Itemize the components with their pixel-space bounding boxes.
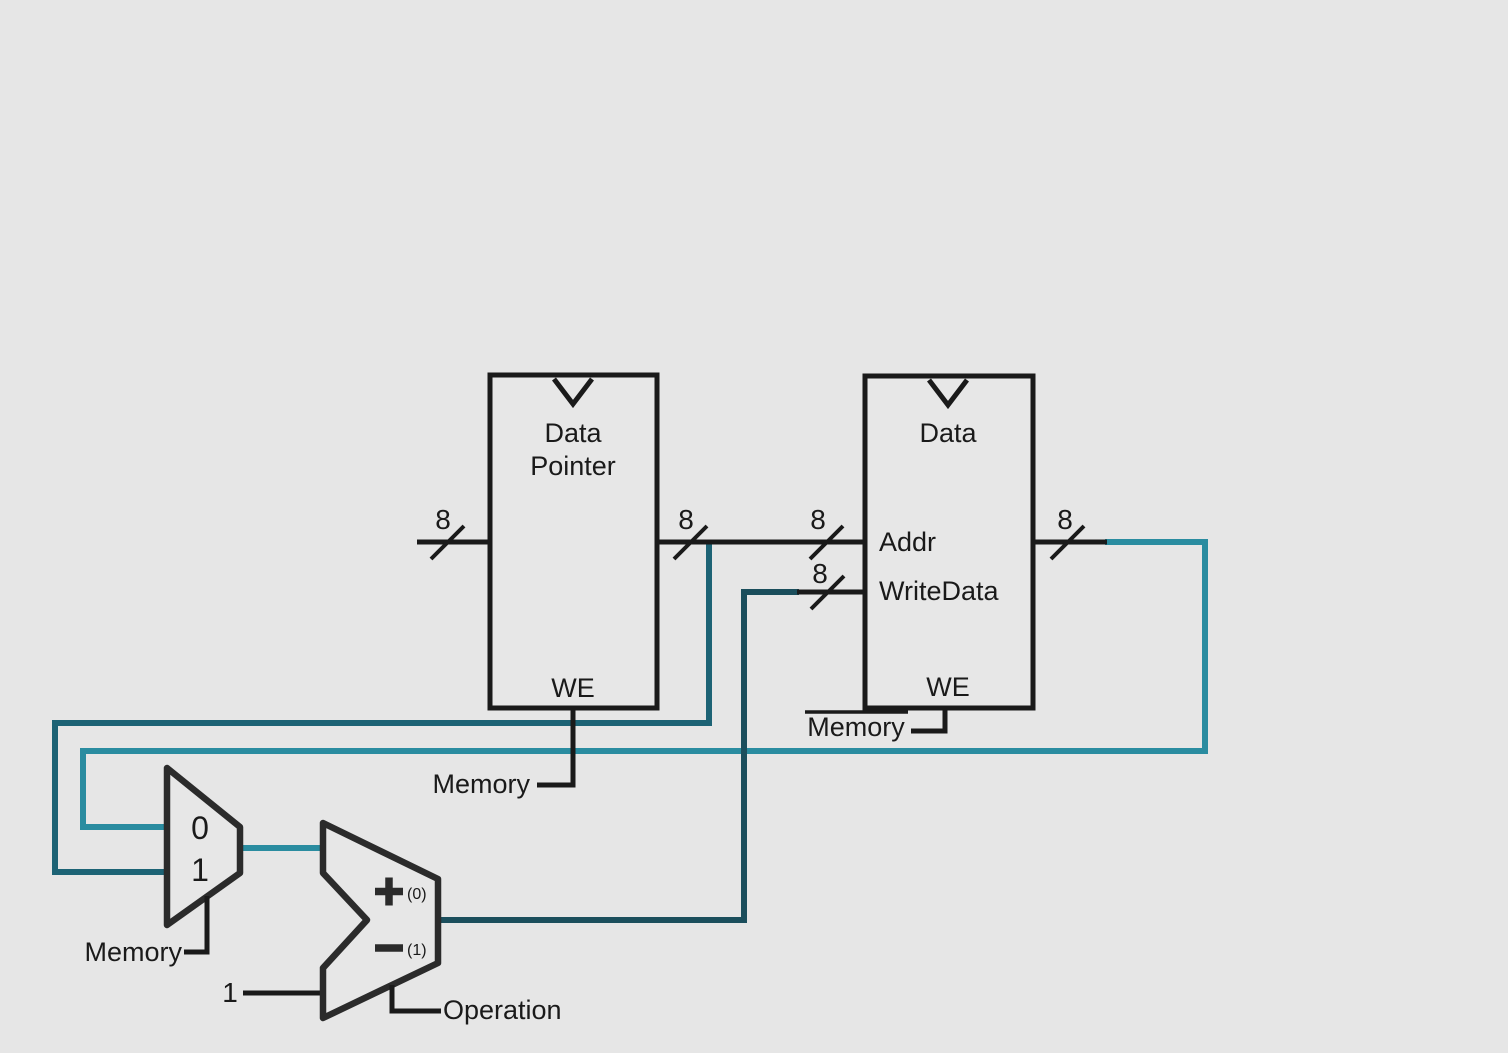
- bus-width-slash: [672, 524, 709, 561]
- wires: [52, 524, 1208, 996]
- data-memory-title: Data: [919, 418, 977, 448]
- alu-op-select-wire: [389, 985, 441, 1014]
- alu-to-writedata-wire: [438, 589, 799, 923]
- addr-branch-loop-wire: [52, 542, 712, 875]
- bus-width-label: 8: [678, 504, 694, 535]
- mux-input1-label: 1: [191, 852, 209, 888]
- bus-width-label: 8: [812, 558, 828, 589]
- clock-edge-icon: [927, 378, 969, 410]
- alu-body: [319, 819, 442, 1022]
- mux-input0-label: 0: [191, 810, 209, 846]
- data-pointer-register: Data Pointer WE Memory: [432, 372, 660, 799]
- bus-width-slash: [809, 574, 846, 611]
- addr-port-label: Addr: [879, 527, 936, 557]
- mux-select-wire: [184, 896, 210, 955]
- data-memory: Data Addr WriteData WE Memory: [805, 373, 1036, 742]
- data-memory-box: [862, 373, 1036, 711]
- clock-edge-icon: [552, 377, 594, 409]
- address-mux: 0 1 Memory: [84, 764, 244, 967]
- data-pointer-we-signal-label: Memory: [432, 769, 530, 799]
- alu-add-code-label: (0): [407, 886, 427, 903]
- data-pointer-title-line1: Data: [544, 418, 602, 448]
- writedata-port-label: WriteData: [879, 576, 1000, 606]
- bus-width-label: 8: [810, 504, 826, 535]
- alu-op-signal-label: Operation: [443, 995, 562, 1025]
- bus-width-slash: [808, 524, 845, 561]
- mux-select-signal-label: Memory: [84, 937, 182, 967]
- alu-subtract-code-label: (1): [407, 942, 427, 959]
- data-pointer-we-wire: [537, 708, 576, 788]
- bus-width-labels: 8 8 8 8 8: [435, 504, 1073, 589]
- data-out-loop-wire: [80, 539, 1208, 830]
- data-pointer-box: [487, 372, 660, 711]
- bus-width-label: 8: [435, 504, 451, 535]
- mux-body: [163, 764, 244, 929]
- plus-icon: [375, 877, 403, 906]
- bus-width-slash: [429, 524, 466, 561]
- alu-constant-label: 1: [222, 977, 238, 1008]
- bus-width-label: 8: [1057, 504, 1073, 535]
- data-pointer-title-line2: Pointer: [530, 451, 616, 481]
- data-pointer-we-port-label: WE: [551, 673, 595, 703]
- data-memory-we-signal-label: Memory: [807, 712, 905, 742]
- bus-width-slash: [1049, 524, 1086, 561]
- data-memory-we-port-label: WE: [926, 672, 970, 702]
- alu: (0) (1) 1 Operation: [222, 819, 562, 1025]
- data-memory-we-wire: [911, 708, 948, 734]
